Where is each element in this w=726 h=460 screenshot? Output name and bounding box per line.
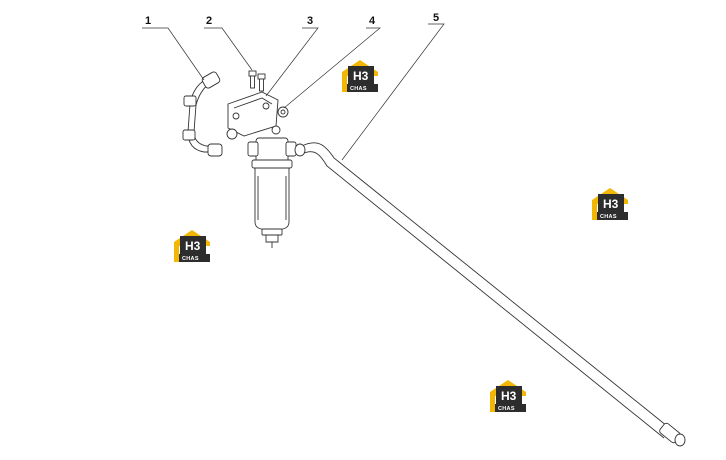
callout-3: 3 [307,15,313,27]
watermark-logo: H3 CHAS [342,60,378,92]
callout-4: 4 [369,15,376,27]
part-3-bracket [226,91,281,140]
logo-line2: CHAS [182,256,199,262]
leader-lines [142,23,445,161]
watermark-logo: H3 CHAS [490,380,526,412]
logo-line1: H3 [185,239,201,253]
callout-5: 5 [433,12,439,24]
logo-line2: CHAS [600,214,617,220]
callout-2: 2 [206,15,212,27]
logo-line2: CHAS [350,86,367,92]
part-4-fitting [277,106,289,118]
watermark-logo: H3 CHAS [174,230,210,262]
part-2-bolts [248,70,266,92]
watermark-logo: H3 CHAS [592,188,628,220]
part-1-bent-tube [182,71,223,157]
logo-line1: H3 [501,389,517,403]
callout-1: 1 [145,15,151,27]
logo-line1: H3 [603,197,619,211]
filter-assembly [247,137,297,248]
logo-line1: H3 [353,69,369,83]
part-5-hose [294,142,686,447]
logo-line2: CHAS [498,406,515,412]
